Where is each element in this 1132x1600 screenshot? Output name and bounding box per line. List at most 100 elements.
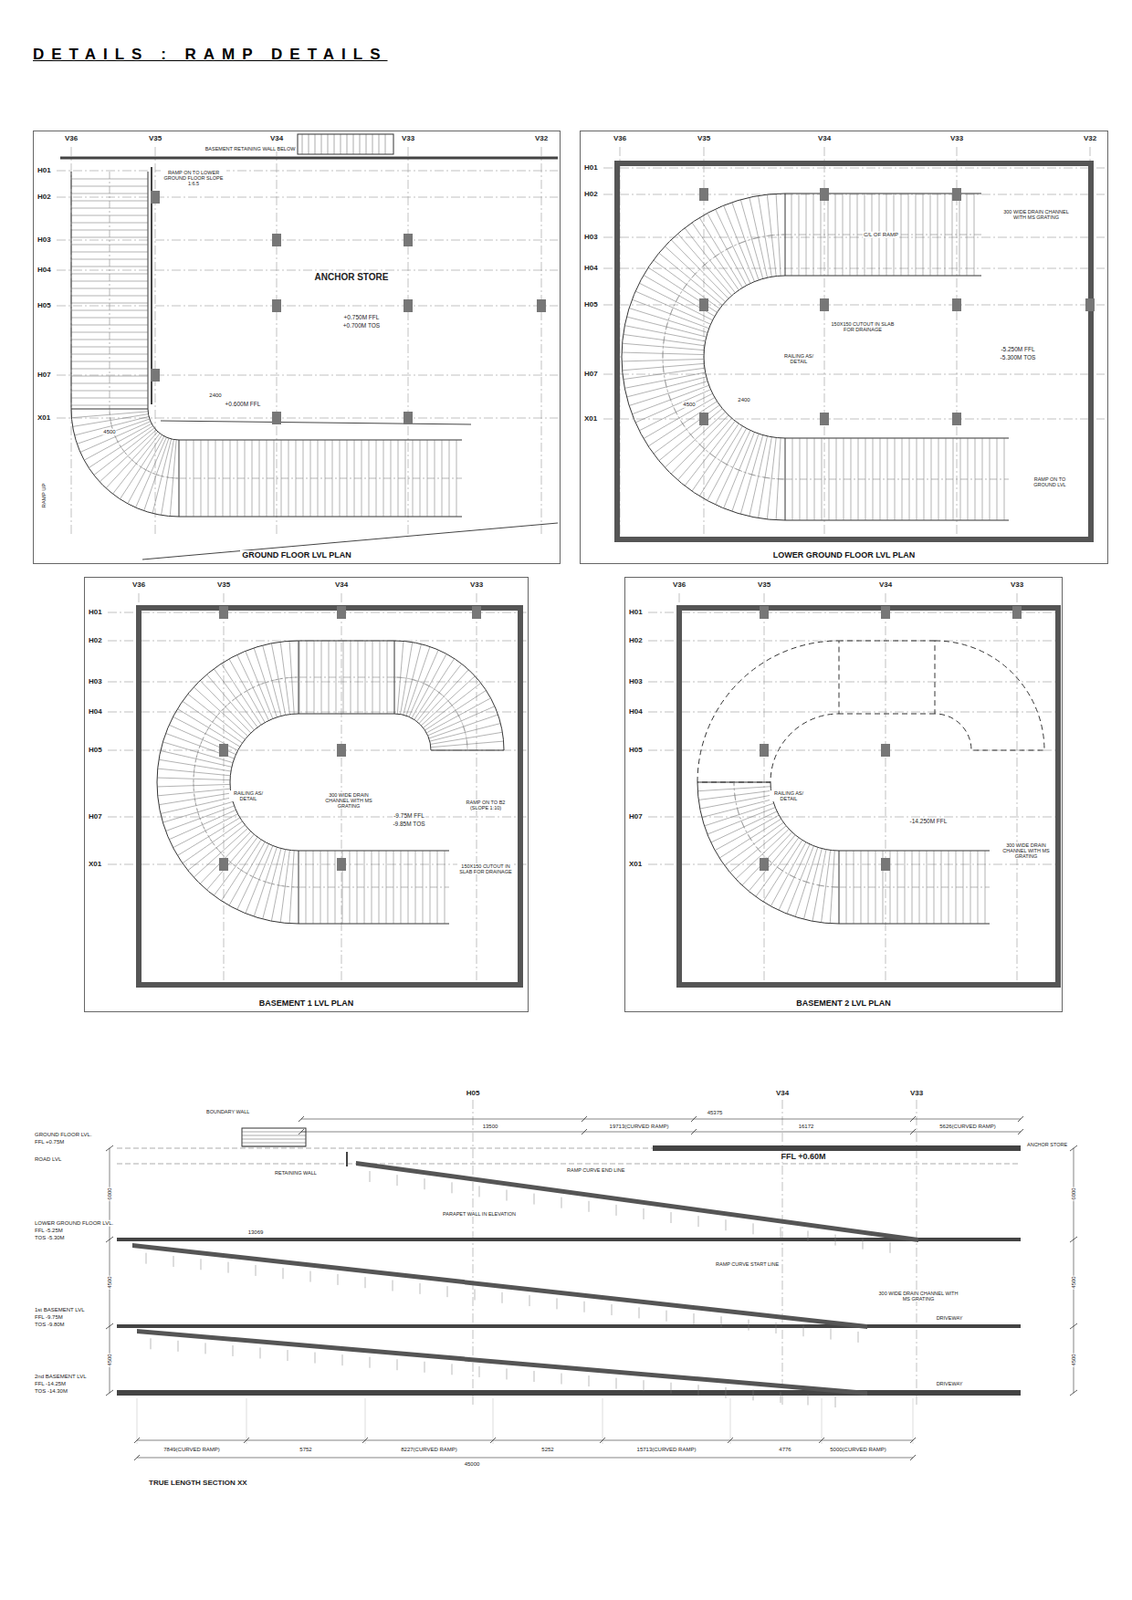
drawing-label: H04	[36, 266, 53, 275]
ramp-edge	[298, 850, 450, 852]
dimension-tick	[369, 1357, 371, 1369]
ramp-hatch	[821, 849, 831, 923]
dimension-tick	[727, 1437, 734, 1444]
drawing-label: V33	[909, 1090, 924, 1099]
dimension-tick	[1017, 1116, 1024, 1122]
grid-line	[107, 712, 527, 713]
grid-line	[56, 305, 558, 307]
grid-line	[71, 146, 73, 537]
drawing-label: H07	[628, 813, 644, 822]
drawing-label: 13069	[247, 1229, 265, 1237]
drawing-label: H01	[583, 164, 599, 173]
column	[880, 744, 891, 757]
dimension-tick	[639, 1307, 640, 1319]
column	[272, 299, 282, 313]
dimension-tick	[561, 1197, 563, 1209]
dimension-tick	[298, 1129, 304, 1135]
dimension-tick	[1069, 1145, 1078, 1152]
drawing-label: V34	[334, 581, 349, 590]
drawing-label: 6000	[1070, 1186, 1078, 1201]
grid-line	[648, 817, 1061, 818]
drawing-label: V36	[131, 581, 147, 590]
dimension-tick	[693, 1313, 695, 1325]
dimension-tick	[666, 1310, 668, 1322]
dimension-tick	[337, 1274, 339, 1286]
drawing-label: -5.250M FFL	[999, 345, 1036, 353]
grid-line	[648, 612, 1061, 614]
dimension-tick	[818, 1437, 825, 1444]
stair-hatch	[321, 134, 323, 155]
column	[403, 233, 413, 247]
dimension-tick	[310, 1271, 312, 1283]
ramp-hatch	[648, 267, 717, 313]
drawing-label: V35	[756, 581, 772, 590]
ramp-hatch	[659, 252, 723, 305]
column	[272, 411, 282, 425]
dimension-tick	[1069, 1390, 1078, 1396]
drawing-title: DETAILS : RAMP DETAILS	[32, 45, 388, 64]
grid-line	[648, 712, 1061, 713]
dimension-tick	[105, 1145, 114, 1152]
column	[272, 233, 282, 247]
drawing-label: TOS -9.80M	[33, 1321, 66, 1329]
ramp-curve	[394, 640, 504, 751]
drawing-label: V34	[878, 581, 893, 590]
dimension-tick	[780, 1392, 782, 1404]
drawing-label: FFL +0.75M	[33, 1139, 65, 1146]
drawing-label: H02	[36, 193, 53, 202]
drawing-label: 4500	[681, 401, 696, 409]
grid-line	[648, 864, 1061, 866]
drawing-label: V35	[696, 135, 712, 144]
drawing-label: H01	[628, 608, 644, 618]
ramp-curve	[157, 640, 299, 924]
wall-hatch	[241, 1135, 306, 1137]
ramp-edge	[178, 516, 462, 518]
stair-block	[297, 134, 394, 155]
dimension-line	[136, 1457, 913, 1459]
extension-line	[365, 1398, 367, 1445]
ramp-centerline	[394, 677, 468, 751]
ramp-centerline	[109, 408, 179, 479]
dimension-tick	[105, 1390, 114, 1396]
ramp-hatch	[677, 418, 732, 481]
drawing-label: 45375	[706, 1110, 724, 1117]
drawing-label: RAMP ON TO GROUND LVL	[1021, 476, 1079, 488]
slab	[116, 1324, 1021, 1329]
dimension-tick	[725, 1387, 727, 1399]
stair-hatch	[372, 134, 374, 155]
grid-line	[603, 268, 1105, 270]
dimension-tick	[150, 1338, 152, 1350]
drawing-label: -9.85M TOS	[391, 820, 426, 828]
grid-line	[648, 750, 1061, 752]
drawing-label: V34	[775, 1090, 790, 1099]
column	[219, 858, 229, 871]
dimension-tick	[362, 1437, 368, 1444]
drawing-label: TOS -14.30M	[33, 1388, 69, 1395]
drawing-label: 6000	[106, 1186, 114, 1201]
drawing-label: H03	[87, 678, 104, 687]
boundary-wall	[241, 1128, 306, 1147]
stair-hatch	[385, 134, 387, 155]
plan-panel: BASEMENT 1 LVL PLAN	[83, 576, 529, 1013]
retaining-wall	[617, 163, 1091, 540]
extension-line	[136, 1398, 138, 1445]
grid-line	[703, 146, 705, 540]
ramp-curve	[697, 782, 839, 924]
ramp-section	[136, 1329, 868, 1396]
plan-caption: GROUND FLOOR LVL PLAN	[240, 550, 354, 560]
ramp-curve	[621, 193, 786, 521]
grid-line	[824, 146, 826, 540]
drawing-label: FFL -14.25M	[33, 1381, 67, 1388]
drawing-label: 5626(CURVED RAMP)	[938, 1123, 997, 1131]
drawing-label: V35	[147, 135, 163, 144]
ramp-hatch	[623, 367, 705, 379]
extension-line	[492, 1398, 494, 1445]
plan-caption: BASEMENT 2 LVL PLAN	[794, 998, 893, 1008]
ramp-hatch	[715, 209, 751, 283]
column	[699, 412, 709, 426]
dimension-tick	[298, 1116, 304, 1122]
drawing-label: +0.750M FFL	[343, 314, 381, 321]
dimension-tick	[474, 1289, 476, 1300]
dimension-tick	[862, 1238, 864, 1250]
ramp-centerline	[178, 478, 462, 480]
